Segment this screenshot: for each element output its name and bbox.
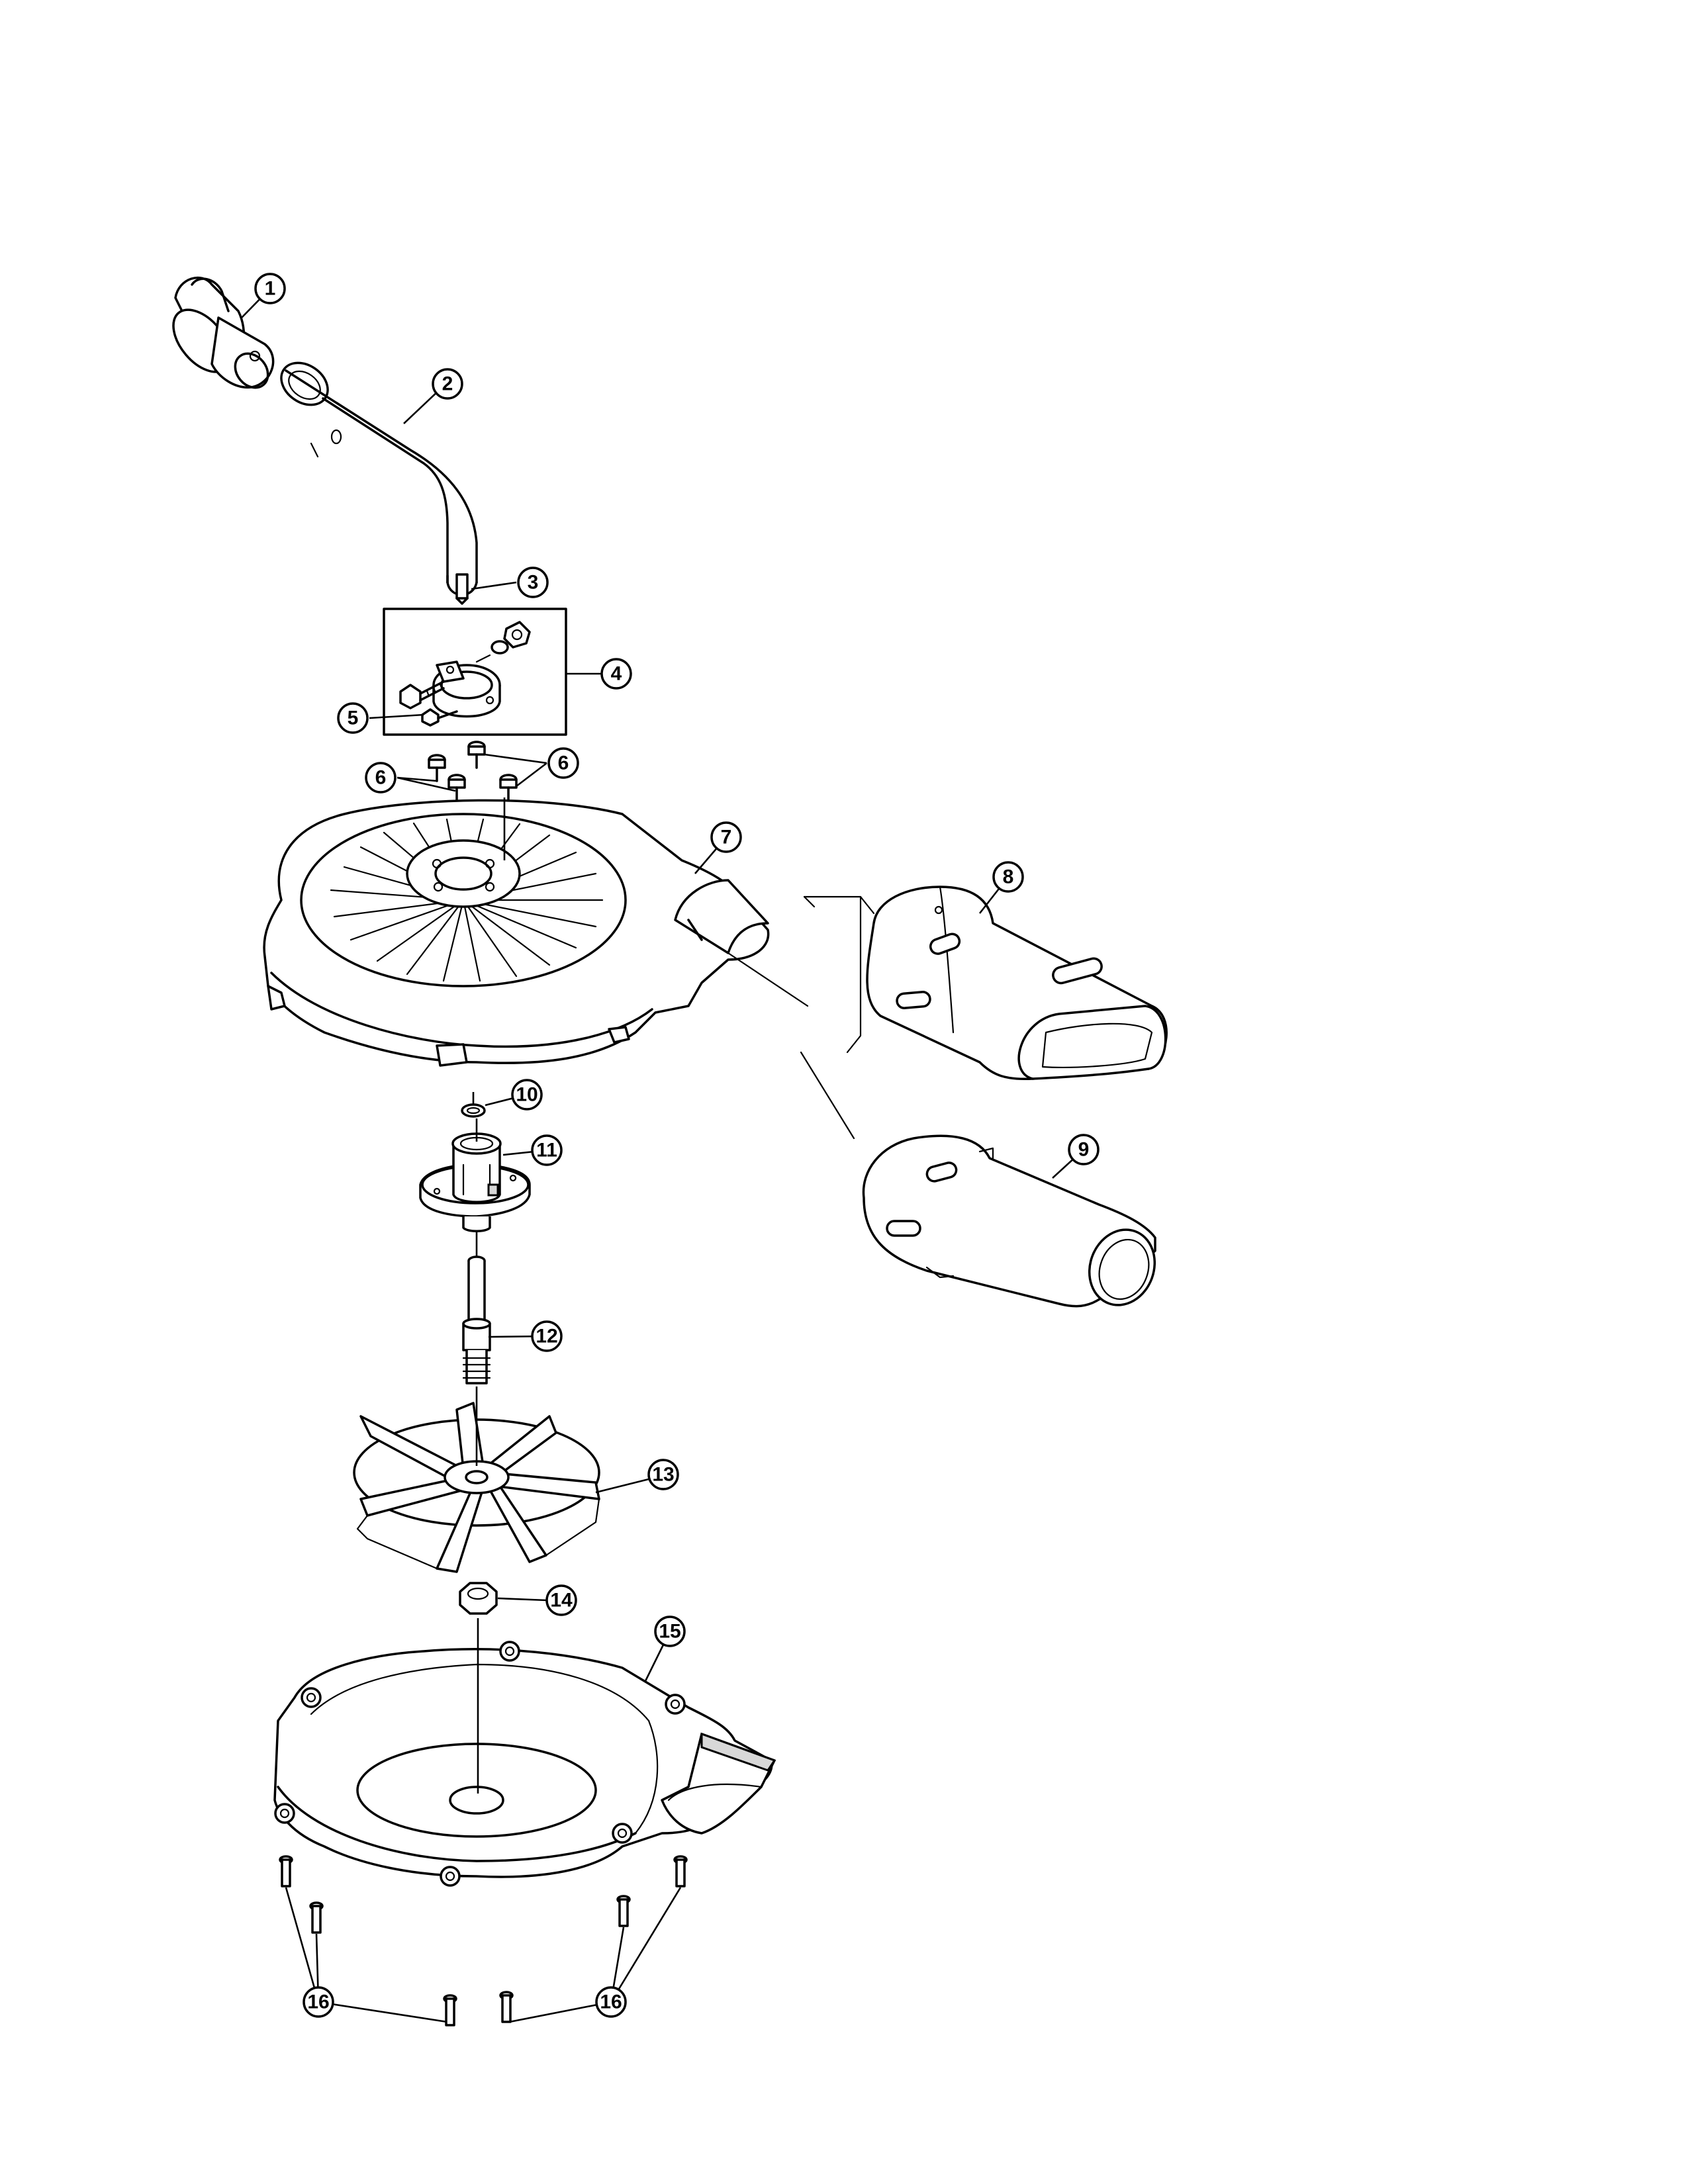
part-14-nut	[459, 1582, 498, 1615]
part-8-flat-nozzle	[866, 886, 1168, 1081]
callout-3: 3	[517, 567, 549, 598]
part-2-handle-tube	[280, 361, 478, 596]
callout-14: 14	[545, 1584, 577, 1616]
part-7-blower-housing-cover	[263, 799, 770, 1067]
callout-2: 2	[432, 368, 463, 400]
svg-text:3: 3	[528, 572, 539, 594]
part-10-washer	[461, 1103, 486, 1118]
callout-11: 11	[531, 1134, 563, 1166]
svg-text:2: 2	[442, 373, 453, 395]
svg-text:1: 1	[265, 278, 276, 300]
svg-text:11: 11	[536, 1140, 557, 1161]
part-4-clamp-kit	[383, 608, 567, 736]
part-12-shaft	[462, 1255, 491, 1385]
assembly-axis	[472, 1092, 479, 1794]
svg-text:16: 16	[600, 1991, 622, 2013]
callout-16-right: 16	[595, 1986, 627, 2018]
svg-text:10: 10	[516, 1084, 538, 1106]
part-3-pin	[455, 573, 469, 605]
callout-6-left: 6	[365, 762, 397, 794]
callout-10: 10	[511, 1079, 543, 1111]
part-13-impeller-fan	[353, 1402, 600, 1573]
svg-text:9: 9	[1078, 1139, 1090, 1161]
callout-5: 5	[337, 702, 369, 734]
nozzle-bracket	[727, 895, 875, 1140]
part-16-base-screws	[279, 1855, 688, 2026]
svg-text:13: 13	[652, 1464, 674, 1486]
svg-text:7: 7	[721, 827, 732, 848]
callout-9: 9	[1068, 1134, 1100, 1165]
svg-text:16: 16	[307, 1991, 329, 2013]
callout-15: 15	[654, 1615, 686, 1647]
part-1-handle-grip	[172, 277, 275, 389]
part-15-blower-housing-base	[273, 1641, 776, 1887]
svg-text:12: 12	[536, 1326, 557, 1347]
callout-16-left: 16	[303, 1986, 334, 2018]
callout-12: 12	[531, 1320, 563, 1352]
part-11-collar	[419, 1132, 531, 1232]
callout-4: 4	[600, 658, 632, 690]
callout-6-right: 6	[547, 747, 579, 779]
svg-text:15: 15	[659, 1621, 680, 1643]
callout-13: 13	[647, 1459, 679, 1490]
callout-8: 8	[992, 861, 1024, 893]
svg-text:5: 5	[348, 707, 359, 729]
svg-text:6: 6	[558, 752, 569, 774]
svg-text:8: 8	[1003, 866, 1014, 888]
svg-text:6: 6	[375, 767, 387, 789]
svg-text:14: 14	[550, 1590, 573, 1612]
callout-1: 1	[254, 273, 286, 304]
part-6-screws	[428, 741, 518, 802]
callout-7: 7	[710, 821, 742, 853]
part-9-round-nozzle	[862, 1134, 1156, 1308]
svg-text:4: 4	[611, 663, 622, 685]
